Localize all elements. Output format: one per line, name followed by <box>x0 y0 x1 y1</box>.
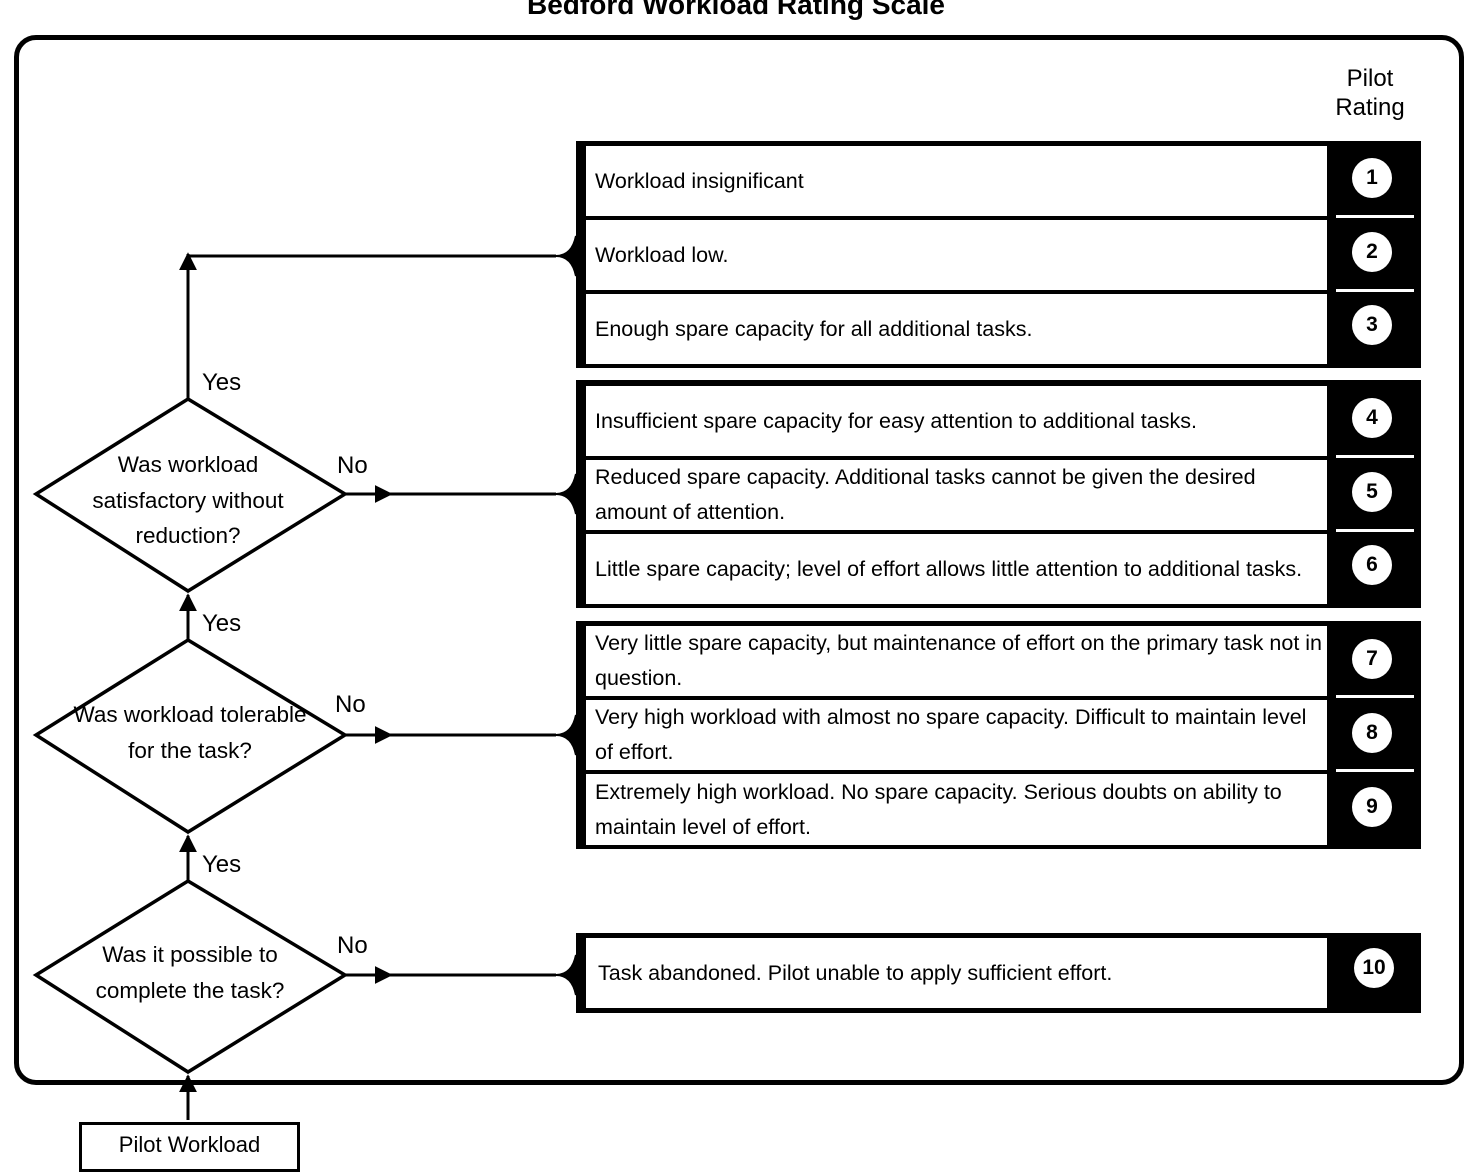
rating-badge-4: 4 <box>1352 398 1392 438</box>
rating-badge-2: 2 <box>1352 232 1392 272</box>
rating-separator <box>1336 455 1414 458</box>
rating-badge-9: 9 <box>1352 787 1392 827</box>
rating-row-6: Little spare capacity; level of effort a… <box>586 534 1327 604</box>
rating-row-2: Workload low. <box>586 220 1327 290</box>
rating-group-2: Insufficient spare capacity for easy att… <box>576 380 1421 608</box>
rating-separator <box>1336 215 1414 218</box>
rating-text: Task abandoned. Pilot unable to apply su… <box>598 960 1113 985</box>
rating-text: Extremely high workload. No spare capaci… <box>595 779 1282 839</box>
yes-label-tolerable: Yes <box>202 610 242 637</box>
rating-badge-8: 8 <box>1352 713 1392 753</box>
rating-group-3: Very little spare capacity, but maintena… <box>576 621 1421 849</box>
rating-separator <box>1336 529 1414 532</box>
rating-badge-5: 5 <box>1352 472 1392 512</box>
decision-diamond-tolerable <box>32 637 349 835</box>
rating-row-9: Extremely high workload. No spare capaci… <box>586 774 1327 845</box>
rating-text: Reduced spare capacity. Additional tasks… <box>595 465 1256 524</box>
rating-badge-1: 1 <box>1352 158 1392 198</box>
rating-text: Very little spare capacity, but maintena… <box>595 631 1323 690</box>
rating-text: Workload insignificant <box>595 168 804 193</box>
rating-group-1: Workload insignificant Workload low. Eno… <box>576 141 1421 368</box>
yes-label-possible: Yes <box>202 851 242 878</box>
rating-separator <box>1336 289 1414 292</box>
diagram-title: Bedford Workload Rating Scale <box>527 0 945 20</box>
pilot-rating-header: Pilot Rating <box>1318 64 1422 122</box>
rating-badge-3: 3 <box>1352 305 1392 345</box>
rating-separator <box>1336 769 1414 772</box>
yes-label-satisfactory: Yes <box>202 369 242 396</box>
rating-text: Little spare capacity; level of effort a… <box>595 556 1303 581</box>
decision-question-possible: Was it possible to complete the task? <box>95 942 285 1003</box>
rating-separator <box>1336 695 1414 698</box>
rating-group-4: Task abandoned. Pilot unable to apply su… <box>576 933 1421 1013</box>
decision-question-satisfactory: Was workload satisfactory without reduct… <box>92 452 284 548</box>
rating-row-7: Very little spare capacity, but maintena… <box>586 626 1327 696</box>
rating-text: Very high workload with almost no spare … <box>595 705 1307 764</box>
rating-row-10: Task abandoned. Pilot unable to apply su… <box>586 938 1327 1008</box>
pilot-workload-start-box: Pilot Workload <box>79 1122 300 1172</box>
rating-row-4: Insufficient spare capacity for easy att… <box>586 386 1327 456</box>
pilot-rating-header-text: Pilot Rating <box>1335 65 1405 121</box>
rating-text: Workload low. <box>595 242 729 267</box>
rating-badge-7: 7 <box>1352 639 1392 679</box>
decision-diamond-possible <box>32 878 349 1075</box>
rating-row-1: Workload insignificant <box>586 146 1327 216</box>
no-label-tolerable: No <box>335 691 366 718</box>
rating-text: Enough spare capacity for all additional… <box>595 316 1033 341</box>
rating-row-5: Reduced spare capacity. Additional tasks… <box>586 460 1327 530</box>
rating-badge-10: 10 <box>1354 948 1394 988</box>
decision-question-tolerable: Was workload tolerable for the task? <box>73 702 307 763</box>
scale-frame <box>14 35 1464 1085</box>
decision-diamond-satisfactory <box>32 396 349 594</box>
no-label-possible: No <box>337 932 368 959</box>
rating-row-3: Enough spare capacity for all additional… <box>586 294 1327 364</box>
rating-badge-6: 6 <box>1352 545 1392 585</box>
rating-text: Insufficient spare capacity for easy att… <box>595 408 1197 433</box>
no-label-satisfactory: No <box>337 452 368 479</box>
rating-row-8: Very high workload with almost no spare … <box>586 700 1327 770</box>
